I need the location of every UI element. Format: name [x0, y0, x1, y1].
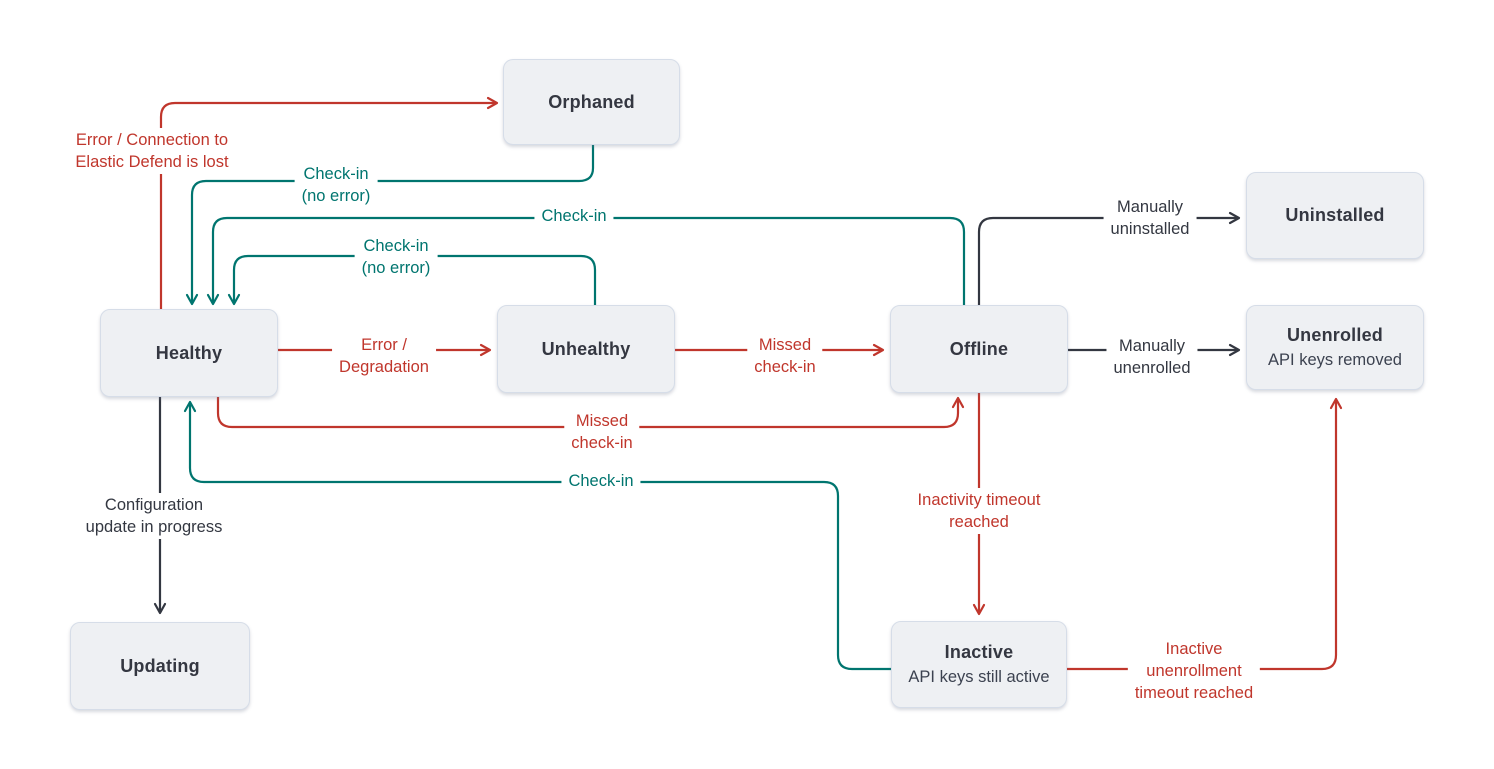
state-subtitle-inactive: API keys still active	[908, 668, 1050, 686]
edge-inactive-to-healthy	[183, 400, 893, 671]
edge-orphaned-to-healthy	[185, 143, 595, 306]
state-box-unhealthy: Unhealthy	[497, 305, 675, 393]
edge-label-manually-uninstalled: Manually uninstalled	[1103, 195, 1197, 241]
state-title-inactive: Inactive	[944, 642, 1014, 662]
state-box-inactive: Inactive API keys still active	[891, 621, 1067, 708]
state-title-uninstalled: Uninstalled	[1285, 205, 1385, 225]
edge-label-error-connection-lost: Error / Connection to Elastic Defend is …	[68, 128, 236, 174]
state-title-offline: Offline	[949, 338, 1009, 359]
edge-label-manually-unenrolled: Manually unenrolled	[1106, 334, 1198, 380]
edge-healthy-to-orphaned	[159, 96, 499, 311]
state-box-orphaned: Orphaned	[503, 59, 680, 145]
edge-label-checkin-offline: Check-in	[534, 204, 614, 228]
state-title-healthy: Healthy	[155, 342, 223, 363]
state-box-healthy: Healthy	[100, 309, 278, 397]
edge-label-checkin-no-error-orphaned: Check-in (no error)	[294, 162, 378, 208]
edge-offline-to-healthy	[206, 216, 966, 307]
edge-inactive-to-unenrolled	[1065, 397, 1343, 671]
state-box-unenrolled: Unenrolled API keys removed	[1246, 305, 1424, 390]
edge-offline-to-uninstalled	[977, 211, 1241, 307]
edge-label-inactive-unenrollment-timeout: Inactive unenrollment timeout reached	[1127, 637, 1261, 705]
edge-label-checkin-inactive: Check-in	[561, 469, 641, 493]
edge-label-error-degradation: Error / Degradation	[332, 333, 436, 379]
state-title-unhealthy: Unhealthy	[541, 338, 631, 359]
edge-label-checkin-no-error-unhealthy: Check-in (no error)	[354, 234, 438, 280]
state-title-unenrolled: Unenrolled	[1286, 325, 1383, 345]
state-title-orphaned: Orphaned	[548, 91, 635, 112]
edge-label-inactivity-timeout: Inactivity timeout reached	[910, 488, 1048, 534]
state-box-uninstalled: Uninstalled	[1246, 172, 1424, 259]
state-box-updating: Updating	[70, 622, 250, 710]
edge-label-missed-checkin-1: Missed check-in	[747, 333, 823, 379]
state-box-offline: Offline	[890, 305, 1068, 393]
edge-label-config-update: Configuration update in progress	[78, 493, 230, 539]
edge-label-missed-checkin-2: Missed check-in	[564, 409, 640, 455]
state-subtitle-unenrolled: API keys removed	[1268, 351, 1402, 369]
state-title-updating: Updating	[120, 655, 200, 676]
